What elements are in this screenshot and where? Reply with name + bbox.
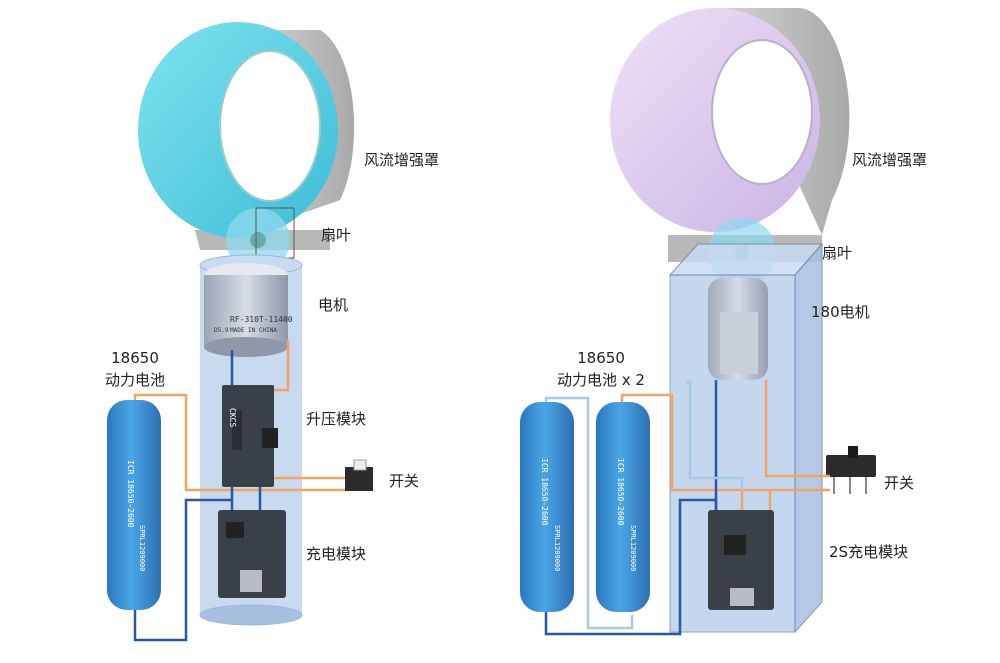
left-assembly: RF-310T-11400 MADE IN CHINA D5.9 CKCS IC… <box>107 22 373 642</box>
right-assembly: ICR 18650-2600 SPRL1209000 ICR 18650-260… <box>520 8 876 636</box>
left-motor: RF-310T-11400 MADE IN CHINA D5.9 <box>204 263 293 357</box>
motor-code-text: D5.9 <box>214 327 229 334</box>
right-wires <box>544 380 830 636</box>
left-label-switch: 开关 <box>389 472 420 490</box>
left-battery-spec: ICR 18650-2600 <box>126 460 135 528</box>
left-label-charger: 充电模块 <box>306 545 367 563</box>
left-label-motor: 电机 <box>318 296 349 314</box>
left-label-battery-capacity: 18650 <box>111 349 159 367</box>
left-battery-code: SPRL1209000 <box>138 525 146 571</box>
right-battery-1-spec: ICR 18650-2600 <box>540 458 549 526</box>
right-shroud <box>610 8 850 262</box>
right-label-shroud: 风流增强罩 <box>852 151 928 169</box>
left-battery: ICR 18650-2600 SPRL1209000 <box>107 400 161 610</box>
right-label-battery-capacity: 18650 <box>577 349 625 367</box>
right-label-battery-type: 动力电池 x 2 <box>557 371 645 389</box>
left-label-battery-type: 动力电池 <box>104 371 165 389</box>
right-label-switch: 开关 <box>884 474 915 492</box>
right-charger-module <box>708 510 774 610</box>
board-brand-text: CKCS <box>228 408 237 427</box>
right-label-motor: 180电机 <box>811 303 870 321</box>
right-battery-2-spec: ICR 18650-2600 <box>616 458 625 526</box>
left-shroud <box>138 22 355 250</box>
left-charger-module <box>218 510 286 598</box>
left-switch <box>345 459 373 491</box>
right-battery-1: ICR 18650-2600 SPRL1209000 <box>520 402 574 612</box>
motor-made-text: MADE IN CHINA <box>230 327 277 334</box>
left-boost-module: CKCS <box>222 385 278 487</box>
left-label-boost: 升压模块 <box>306 410 367 428</box>
right-motor <box>708 278 768 380</box>
right-label-fan: 扇叶 <box>822 244 853 262</box>
right-battery-2: ICR 18650-2600 SPRL1209000 <box>596 402 650 612</box>
right-battery-1-code: SPRL1209000 <box>553 525 561 571</box>
right-switch <box>826 446 876 494</box>
left-wires <box>133 340 345 642</box>
right-battery-2-code: SPRL1209000 <box>629 525 637 571</box>
left-label-shroud: 风流增强罩 <box>364 151 440 169</box>
left-label-fan: 扇叶 <box>321 226 352 244</box>
motor-model-text: RF-310T-11400 <box>230 315 293 324</box>
right-label-charger: 2S充电模块 <box>829 543 909 561</box>
